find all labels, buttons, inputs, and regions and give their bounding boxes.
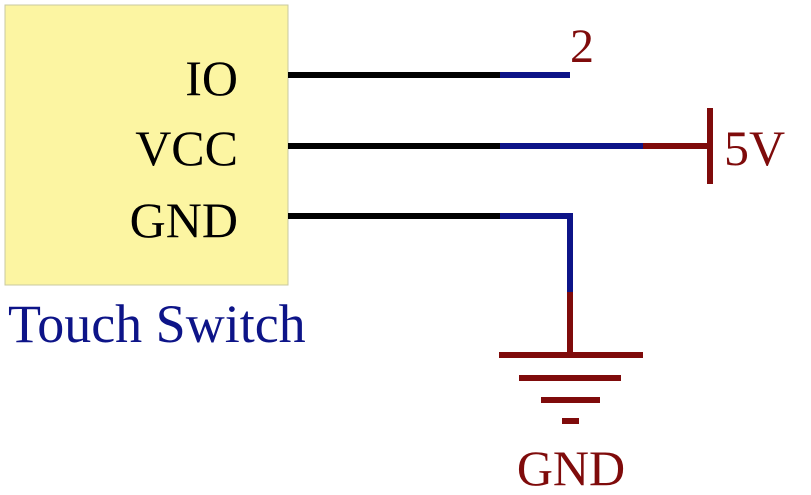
vcc-net-label: 5V bbox=[724, 120, 785, 176]
gnd-net-label: GND bbox=[517, 440, 625, 495]
pin-label-io: IO bbox=[185, 50, 238, 106]
ground-icon bbox=[499, 352, 643, 424]
io-net-label: 2 bbox=[570, 20, 594, 73]
pin-label-gnd: GND bbox=[130, 192, 238, 248]
gnd-wire-net bbox=[500, 213, 573, 292]
pin-label-vcc: VCC bbox=[135, 120, 238, 176]
touch-switch-body bbox=[4, 4, 289, 286]
component-name: Touch Switch bbox=[8, 294, 306, 354]
